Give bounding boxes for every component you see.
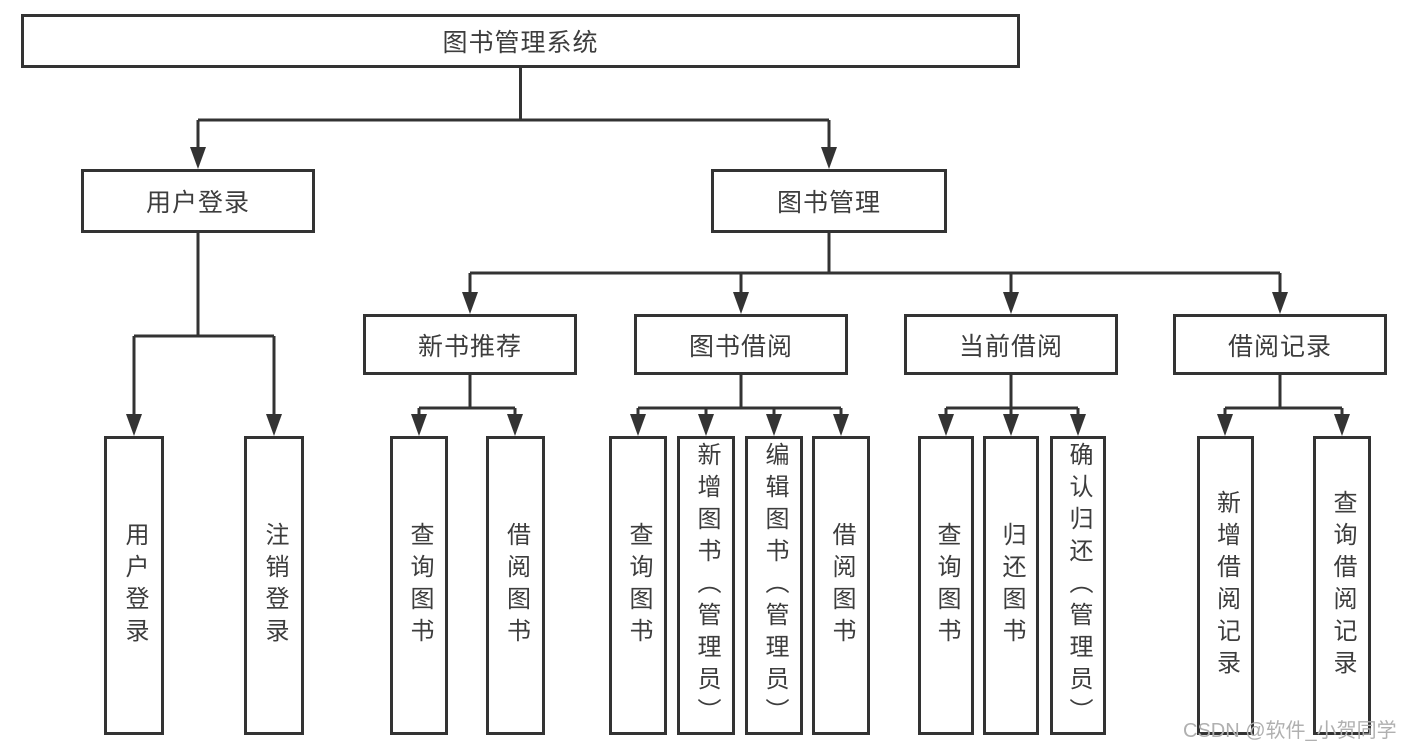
node-book-borrowing: 图书借阅	[634, 314, 848, 375]
leaf-current-return-books: 归还图书	[983, 436, 1039, 735]
leaf-recommend-query-books-label: 查询图书	[406, 521, 433, 650]
node-root: 图书管理系统	[21, 14, 1020, 68]
leaf-borrowing-add-books-admin: 新增图书（管理员）	[677, 436, 735, 735]
node-current-borrowing: 当前借阅	[904, 314, 1118, 375]
leaf-current-return-books-label: 归还图书	[998, 521, 1025, 650]
node-new-book-recommend-label: 新书推荐	[417, 332, 522, 361]
node-new-book-recommend: 新书推荐	[363, 314, 577, 375]
node-root-label: 图书管理系统	[442, 29, 599, 57]
leaf-user-login-label: 用户登录	[121, 521, 148, 650]
leaf-borrowing-add-books-admin-label: 新增图书（管理员）	[693, 441, 720, 730]
leaf-borrowing-edit-books-admin: 编辑图书（管理员）	[745, 436, 803, 735]
node-current-borrowing-label: 当前借阅	[958, 332, 1063, 361]
leaf-borrowing-query-books: 查询图书	[609, 436, 667, 735]
leaf-records-query-record: 查询借阅记录	[1313, 436, 1371, 735]
leaf-user-login: 用户登录	[104, 436, 164, 735]
leaf-borrowing-borrow-books: 借阅图书	[812, 436, 870, 735]
leaf-logout: 注销登录	[244, 436, 304, 735]
node-book-management-label: 图书管理	[776, 189, 881, 217]
node-book-borrowing-label: 图书借阅	[688, 332, 793, 361]
leaf-records-add-record-label: 新增借阅记录	[1212, 489, 1240, 682]
node-user-login: 用户登录	[81, 169, 315, 233]
leaf-recommend-query-books: 查询图书	[390, 436, 448, 735]
leaf-current-confirm-return-admin: 确认归还（管理员）	[1050, 436, 1106, 735]
leaf-records-query-record-label: 查询借阅记录	[1329, 489, 1356, 682]
node-borrowing-records: 借阅记录	[1173, 314, 1387, 375]
leaf-current-query-books-label: 查询图书	[933, 521, 960, 650]
node-book-management: 图书管理	[711, 169, 947, 233]
leaf-current-query-books: 查询图书	[918, 436, 974, 735]
csdn-watermark: CSDN @软件_小贺同学	[1183, 720, 1397, 742]
node-user-login-label: 用户登录	[145, 189, 250, 217]
leaf-recommend-borrow-books-label: 借阅图书	[502, 521, 530, 650]
leaf-borrowing-borrow-books-label: 借阅图书	[828, 521, 855, 650]
node-borrowing-records-label: 借阅记录	[1227, 332, 1332, 361]
leaf-current-confirm-return-admin-label: 确认归还（管理员）	[1065, 441, 1092, 730]
leaf-logout-label: 注销登录	[261, 521, 288, 650]
leaf-records-add-record: 新增借阅记录	[1197, 436, 1254, 735]
leaf-borrowing-query-books-label: 查询图书	[625, 521, 652, 650]
leaf-recommend-borrow-books: 借阅图书	[486, 436, 545, 735]
leaf-borrowing-edit-books-admin-label: 编辑图书（管理员）	[761, 441, 788, 730]
